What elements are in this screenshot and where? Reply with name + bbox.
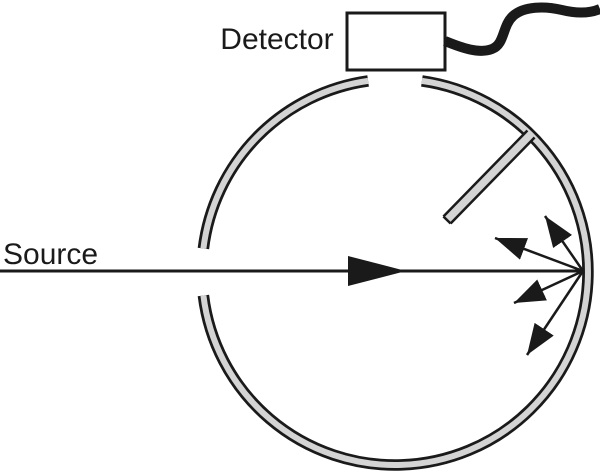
source-label: Source [3,238,98,271]
baffle [442,129,536,225]
incident-beam-arrowhead [348,256,406,286]
detector-label: Detector [220,23,333,56]
detector-box [345,11,447,72]
scattered-ray-arrow-down-shallow [513,269,584,305]
detector-cable [443,2,600,56]
sphere-wall-fill-main-arc [200,77,591,468]
baffle-body [443,130,535,224]
incident-beam [0,256,583,286]
scattered-ray-arrow-up-shallow [494,236,584,273]
scattered-ray-arrow-down-steep [525,270,585,356]
sphere-wall-outline-upper-left-arc [197,75,369,250]
sphere-wall-fill-upper-left-arc [200,77,369,249]
baffle-outline [442,129,536,225]
sphere-wall [197,75,594,471]
scattered-ray-arrow-up-steep [543,215,585,272]
scattered-rays [494,215,585,356]
